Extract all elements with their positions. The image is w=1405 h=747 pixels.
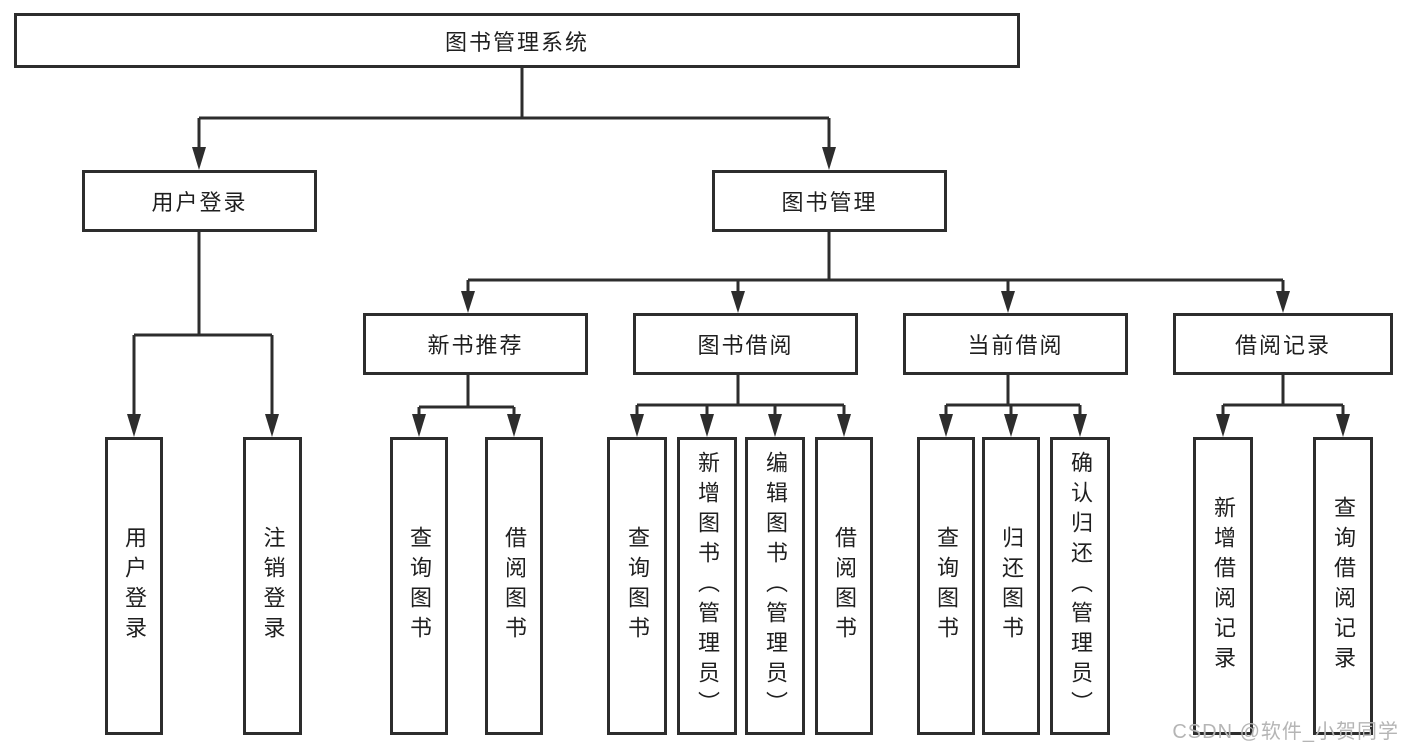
node-leaf-query-books-2: 查询图书 (607, 437, 667, 735)
csdn-watermark: CSDN @软件_小贺同学 (1172, 721, 1399, 743)
node-user-login: 用户登录 (82, 170, 317, 232)
node-leaf-borrow-books-2: 借阅图书 (815, 437, 873, 735)
node-book-management: 图书管理 (712, 170, 947, 232)
node-leaf-edit-book-admin: 编辑图书（管理员） (745, 437, 805, 735)
node-leaf-query-borrow-record: 查询借阅记录 (1313, 437, 1373, 735)
node-leaf-return-book: 归还图书 (982, 437, 1040, 735)
node-leaf-logout: 注销登录 (243, 437, 302, 735)
node-leaf-borrow-books-1: 借阅图书 (485, 437, 543, 735)
node-leaf-query-books-3: 查询图书 (917, 437, 975, 735)
arrowheads (127, 147, 1350, 437)
node-leaf-add-borrow-record: 新增借阅记录 (1193, 437, 1253, 735)
node-leaf-confirm-return-admin: 确认归还（管理员） (1050, 437, 1110, 735)
node-leaf-query-books-1: 查询图书 (390, 437, 448, 735)
node-book-borrow: 图书借阅 (633, 313, 858, 375)
node-new-book-recommend: 新书推荐 (363, 313, 588, 375)
node-leaf-add-book-admin: 新增图书（管理员） (677, 437, 737, 735)
node-leaf-user-login: 用户登录 (105, 437, 163, 735)
node-borrow-records: 借阅记录 (1173, 313, 1393, 375)
node-root: 图书管理系统 (14, 13, 1020, 68)
node-current-borrow: 当前借阅 (903, 313, 1128, 375)
